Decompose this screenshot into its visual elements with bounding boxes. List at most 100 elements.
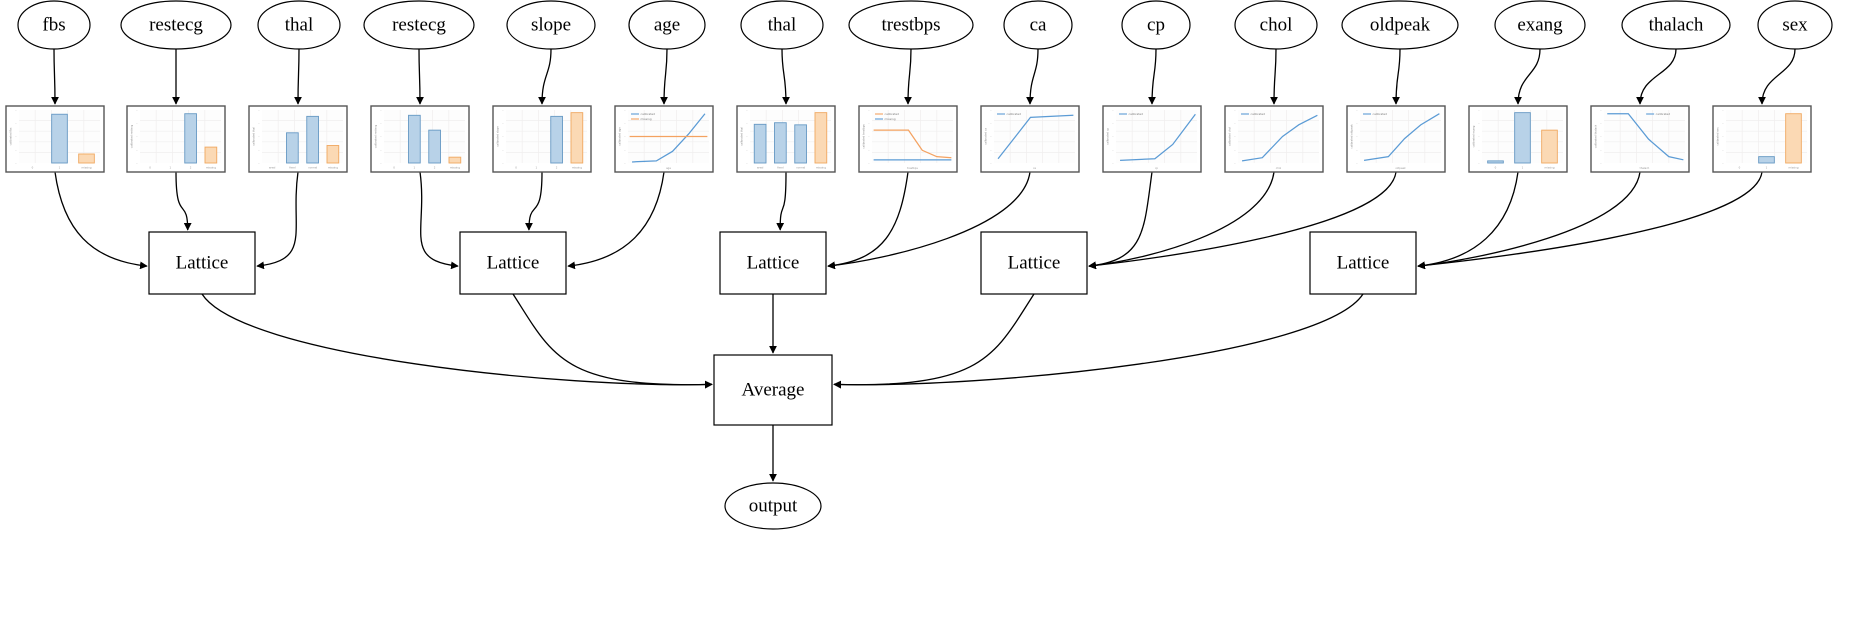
lattice-node-label: Lattice [176,252,229,273]
edge-calibrator-to-lattice [1088,171,1153,270]
svg-text:normal: normal [796,166,805,170]
svg-text:–: – [1234,109,1236,112]
svg-text:2: 2 [556,166,558,170]
svg-text:–: – [15,109,17,112]
svg-text:calibrated: calibrated [1251,112,1266,116]
svg-text:–: – [990,122,992,125]
svg-text:calibrated age: calibrated age [618,127,622,146]
output-node[interactable]: output [724,482,822,530]
lattice-node-label: Lattice [487,252,540,273]
input-node-restecg-1[interactable]: restecg [120,0,232,50]
svg-text:1: 1 [1766,166,1768,170]
svg-text:–: – [624,149,626,152]
svg-text:normal: normal [308,166,317,170]
svg-text:–: – [258,109,260,112]
edge-input-to-calibrator [1758,48,1796,105]
input-node-thal-6[interactable]: thal [740,0,824,50]
svg-text:calibrated cp: calibrated cp [1106,128,1110,145]
input-node-thal-2[interactable]: thal [257,0,341,50]
input-node-chol-10[interactable]: chol [1234,0,1318,50]
lattice-node-2[interactable]: Lattice [719,231,827,295]
average-node[interactable]: Average [713,354,833,426]
svg-text:–: – [1234,162,1236,165]
svg-text:1: 1 [414,166,416,170]
edge-input-to-calibrator [1392,48,1401,105]
svg-text:–: – [258,122,260,125]
svg-text:0: 0 [1495,166,1497,170]
svg-text:fixed: fixed [289,166,296,170]
svg-text:–: – [1722,162,1724,165]
input-node-label: fbs [42,14,65,35]
svg-text:–: – [136,136,138,139]
input-node-label: trestbps [881,14,940,35]
svg-text:–: – [1112,136,1114,139]
input-node-restecg-3[interactable]: restecg [363,0,475,50]
edge-input-to-calibrator [1148,48,1157,105]
svg-text:–: – [1722,122,1724,125]
svg-text:–: – [380,122,382,125]
edge-calibrator-to-lattice [54,171,148,270]
svg-text:calibrated restecg: calibrated restecg [130,124,134,148]
input-node-age-5[interactable]: age [628,0,706,50]
input-node-label: exang [1517,14,1563,35]
input-node-cp-9[interactable]: cp [1121,0,1191,50]
svg-text:–: – [1356,109,1358,112]
lattice-node-1[interactable]: Lattice [459,231,567,295]
input-node-fbs-0[interactable]: fbs [17,0,91,50]
edge-calibrator-to-lattice [1088,171,1397,270]
svg-text:–: – [502,109,504,112]
edge-input-to-calibrator [1636,48,1677,105]
svg-text:–: – [624,122,626,125]
lattice-node-3[interactable]: Lattice [980,231,1088,295]
svg-text:–: – [258,149,260,152]
edge-calibrator-to-lattice [776,171,787,231]
svg-text:ca: ca [1033,167,1036,170]
edge-input-to-calibrator [1270,48,1278,105]
svg-text:calibrated: calibrated [1656,112,1671,116]
edge-calibrator-to-lattice [525,171,543,231]
input-node-label: restecg [149,14,203,35]
svg-text:–: – [502,162,504,165]
lattice-node-0[interactable]: Lattice [148,231,256,295]
svg-text:–: – [15,136,17,139]
input-node-sex-14[interactable]: sex [1757,0,1833,50]
input-node-trestbps-7[interactable]: trestbps [848,0,974,50]
svg-text:–: – [380,162,382,165]
input-node-label: cp [1147,14,1165,35]
svg-text:missing: missing [641,117,652,121]
svg-text:missing: missing [82,166,92,170]
svg-text:0: 0 [515,166,517,170]
svg-text:1: 1 [1522,166,1524,170]
svg-text:0: 0 [32,166,34,170]
edge-input-to-calibrator [1514,48,1541,105]
svg-text:missing: missing [572,166,582,170]
edge-input-to-calibrator [294,48,302,105]
svg-text:–: – [1600,162,1602,165]
edge-input-to-calibrator [781,48,790,105]
svg-text:–: – [1356,122,1358,125]
svg-text:oldpeak: oldpeak [1395,166,1406,170]
edge-lattice-to-average [512,293,713,389]
svg-text:chol: chol [1276,166,1282,170]
edge-calibrator-to-lattice [1417,171,1519,270]
input-node-ca-8[interactable]: ca [1003,0,1073,50]
input-node-exang-12[interactable]: exang [1494,0,1586,50]
input-node-thalach-13[interactable]: thalach [1621,0,1731,50]
svg-text:–: – [746,136,748,139]
edge-calibrator-to-lattice [827,171,909,270]
svg-text:–: – [15,149,17,152]
input-node-slope-4[interactable]: slope [506,0,596,50]
lattice-node-4[interactable]: Lattice [1309,231,1417,295]
svg-text:–: – [1478,162,1480,165]
input-node-oldpeak-11[interactable]: oldpeak [1341,0,1459,50]
svg-text:–: – [624,109,626,112]
svg-text:–: – [746,149,748,152]
svg-text:–: – [1478,122,1480,125]
svg-text:–: – [502,122,504,125]
svg-text:–: – [868,122,870,125]
